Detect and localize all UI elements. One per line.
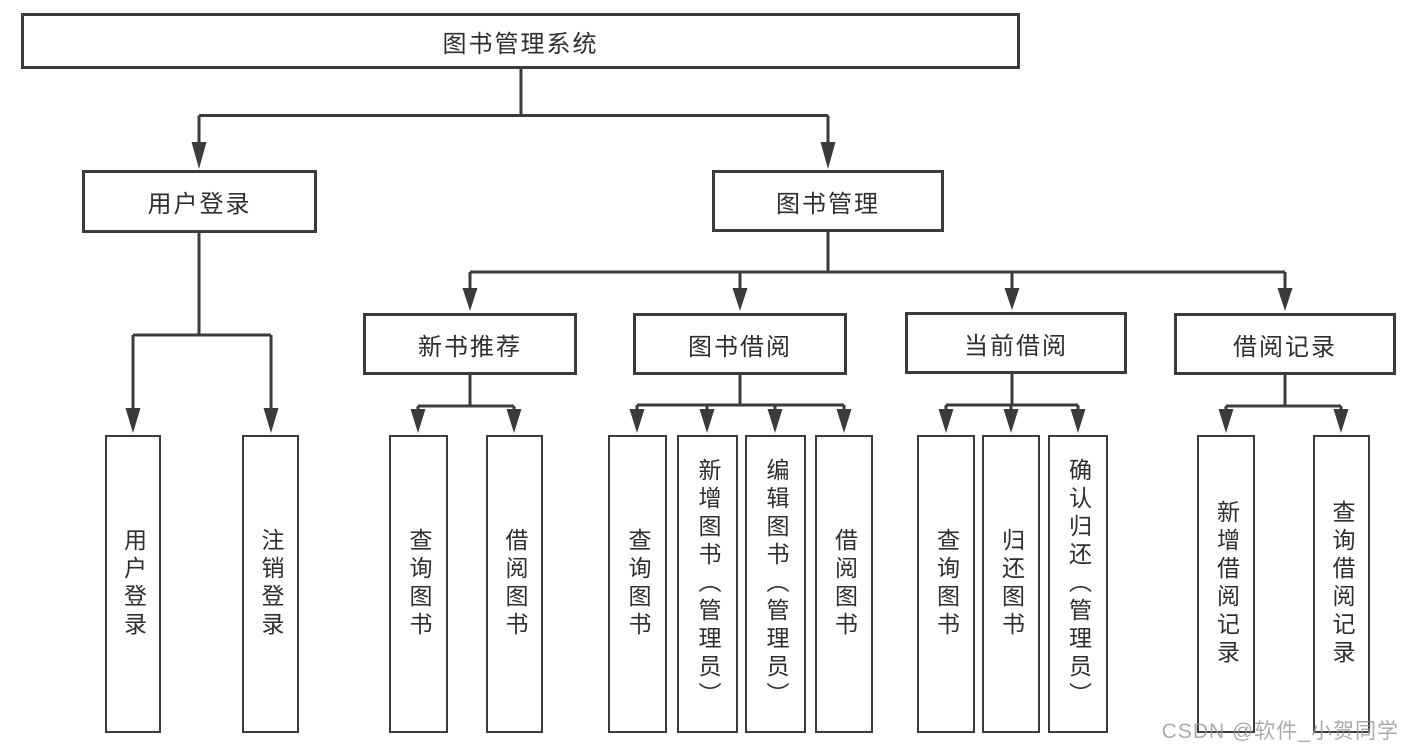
node-label: 新增图书（管理员） [695,458,721,710]
node-label: 用户登录 [147,191,252,218]
leaf-query-books-current: 查询图书 [917,435,975,733]
leaf-query-books-borrowing: 查询图书 [608,435,667,733]
leaf-borrow-books: 借阅图书 [815,435,873,733]
leaf-query-borrow-record: 查询借阅记录 [1313,435,1370,733]
leaf-return-books: 归还图书 [982,435,1040,733]
leaf-borrow-books-recommend: 借阅图书 [486,435,543,733]
node-label: 查询图书 [625,528,651,640]
csdn-watermark: CSDN @软件_小贺同学 [1161,720,1399,743]
node-label: 用户登录 [120,528,147,640]
node-new-book-recommend: 新书推荐 [363,313,577,375]
leaf-add-books-admin: 新增图书（管理员） [677,435,738,733]
arrowheads [125,142,1349,433]
node-label: 借阅图书 [502,528,528,640]
node-current-borrowing: 当前借阅 [905,312,1127,374]
node-book-borrowing: 图书借阅 [633,313,847,375]
node-library-management-system: 图书管理系统 [21,13,1020,69]
leaf-add-borrow-record: 新增借阅记录 [1197,435,1255,733]
leaf-user-login: 用户登录 [105,435,161,733]
leaf-confirm-return-admin: 确认归还（管理员） [1048,435,1108,733]
node-label: 新书推荐 [418,333,522,361]
node-label: 确认归还（管理员） [1065,458,1092,710]
node-label: 新增借阅记录 [1213,500,1240,668]
leaf-edit-books-admin: 编辑图书（管理员） [745,435,806,733]
node-label: 借阅记录 [1233,333,1337,361]
node-label: 图书管理系统 [442,30,599,58]
node-label: 借阅图书 [831,528,858,640]
leaf-logout: 注销登录 [242,435,299,733]
node-label: 查询图书 [933,528,960,640]
node-label: 注销登录 [258,528,284,640]
node-label: 查询借阅记录 [1329,500,1355,668]
node-label: 编辑图书（管理员） [763,458,789,710]
node-label: 查询图书 [406,528,432,640]
node-label: 图书管理 [776,190,880,218]
node-label: 图书借阅 [688,333,792,361]
node-label: 当前借阅 [964,332,1068,360]
node-user-login: 用户登录 [82,170,317,233]
leaf-query-books-recommend: 查询图书 [389,435,448,733]
node-borrowing-records: 借阅记录 [1174,313,1396,375]
node-book-management: 图书管理 [712,170,944,232]
node-label: 归还图书 [998,528,1025,640]
